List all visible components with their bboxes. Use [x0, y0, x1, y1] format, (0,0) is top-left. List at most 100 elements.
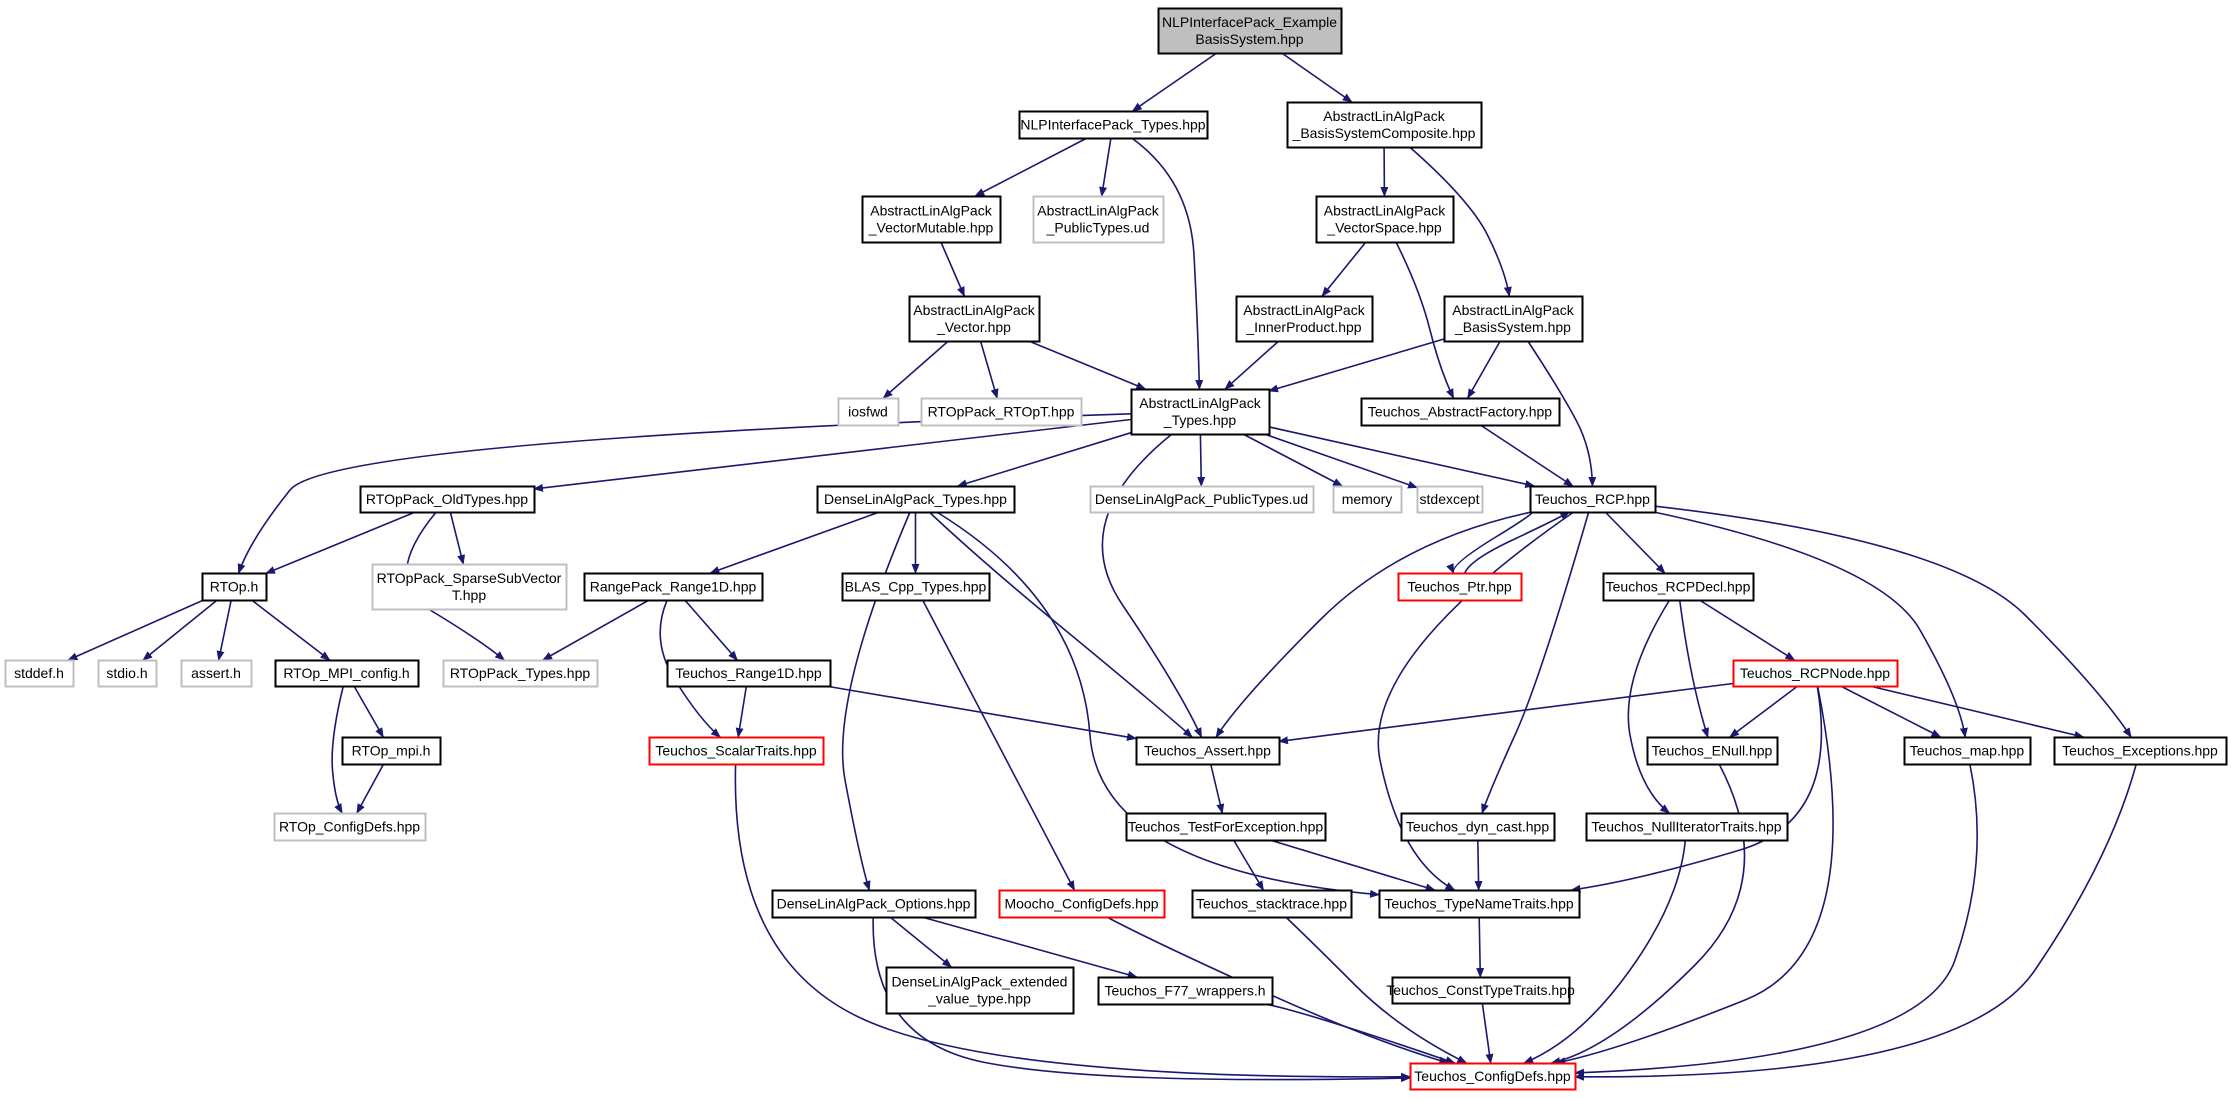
node-teuchos-stacktrace[interactable]: Teuchos_stacktrace.hpp: [1191, 889, 1353, 919]
node-box[interactable]: [1315, 195, 1455, 244]
node-box[interactable]: [2053, 736, 2228, 766]
node-ala-innerprod[interactable]: AbstractLinAlgPack_InnerProduct.hpp: [1235, 295, 1374, 343]
node-box[interactable]: [861, 195, 1002, 244]
node-rtop-mpi[interactable]: RTOp_mpi.h: [341, 736, 442, 766]
node-teuchos-absfact[interactable]: Teuchos_AbstractFactory.hpp: [1360, 397, 1561, 427]
node-box[interactable]: [1191, 889, 1353, 919]
node-teuchos-exceptions[interactable]: Teuchos_Exceptions.hpp: [2053, 736, 2228, 766]
node-moocho-config[interactable]: Moocho_ConfigDefs.hpp: [998, 889, 1166, 919]
node-box[interactable]: [1416, 485, 1484, 514]
node-box[interactable]: [1378, 889, 1581, 919]
node-box[interactable]: [885, 966, 1075, 1015]
node-box[interactable]: [1443, 295, 1584, 343]
node-stddef[interactable]: stddef.h: [4, 659, 75, 688]
node-box[interactable]: [273, 812, 427, 842]
node-teuchos-dyncast[interactable]: Teuchos_dyn_cast.hpp: [1400, 812, 1556, 842]
node-ala-bscomp[interactable]: AbstractLinAlgPack_BasisSystemComposite.…: [1286, 101, 1483, 149]
node-box[interactable]: [1097, 976, 1274, 1006]
node-teuchos-rcpdecl[interactable]: Teuchos_RCPDecl.hpp: [1602, 572, 1755, 602]
node-box[interactable]: [1032, 195, 1165, 244]
node-box[interactable]: [1157, 7, 1343, 55]
node-teuchos-nulliter[interactable]: Teuchos_NullIteratorTraits.hpp: [1585, 812, 1789, 842]
node-ala-vecspace[interactable]: AbstractLinAlgPack_VectorSpace.hpp: [1315, 195, 1455, 244]
node-teuchos-assert[interactable]: Teuchos_Assert.hpp: [1135, 736, 1281, 766]
node-box[interactable]: [841, 572, 991, 602]
node-box[interactable]: [201, 572, 268, 602]
node-box[interactable]: [1602, 572, 1755, 602]
node-nlp-types[interactable]: NLPInterfacePack_Types.hpp: [1018, 110, 1209, 140]
node-box[interactable]: [1360, 397, 1561, 427]
node-box[interactable]: [359, 485, 536, 514]
node-rtop-types[interactable]: RTOpPack_Types.hpp: [442, 659, 599, 688]
node-box[interactable]: [837, 397, 900, 427]
node-box[interactable]: [583, 572, 764, 602]
node-box[interactable]: [1018, 110, 1209, 140]
node-teuchos-map[interactable]: Teuchos_map.hpp: [1903, 736, 2032, 766]
node-box[interactable]: [1903, 736, 2032, 766]
node-ala-vecmut[interactable]: AbstractLinAlgPack_VectorMutable.hpp: [861, 195, 1002, 244]
node-box[interactable]: [771, 889, 977, 919]
node-rtop-h[interactable]: RTOp.h: [201, 572, 268, 602]
node-teuchos-testfor[interactable]: Teuchos_TestForException.hpp: [1125, 812, 1327, 842]
node-box[interactable]: [371, 563, 568, 611]
node-box[interactable]: [97, 659, 158, 688]
node-box[interactable]: [998, 889, 1166, 919]
node-teuchos-enull[interactable]: Teuchos_ENull.hpp: [1646, 736, 1779, 766]
node-box[interactable]: [1235, 295, 1374, 343]
node-box[interactable]: [908, 295, 1041, 343]
node-box[interactable]: [1585, 812, 1789, 842]
node-box[interactable]: [1125, 812, 1327, 842]
node-box[interactable]: [666, 659, 832, 688]
node-dla-pubtypes[interactable]: DenseLinAlgPack_PublicTypes.ud: [1089, 485, 1315, 514]
node-iosfwd[interactable]: iosfwd: [837, 397, 900, 427]
node-stdio[interactable]: stdio.h: [97, 659, 158, 688]
node-box[interactable]: [648, 736, 825, 766]
node-box[interactable]: [1529, 485, 1657, 514]
node-teuchos-ptr[interactable]: Teuchos_Ptr.hpp: [1397, 572, 1523, 602]
node-blas-cpp[interactable]: BLAS_Cpp_Types.hpp: [841, 572, 991, 602]
node-ala-vector[interactable]: AbstractLinAlgPack_Vector.hpp: [908, 295, 1041, 343]
node-teuchos-configdefs[interactable]: Teuchos_ConfigDefs.hpp: [1409, 1062, 1577, 1091]
node-teuchos-f77[interactable]: Teuchos_F77_wrappers.h: [1097, 976, 1274, 1006]
node-box[interactable]: [442, 659, 599, 688]
node-box[interactable]: [1732, 659, 1899, 688]
node-teuchos-rcp[interactable]: Teuchos_RCP.hpp: [1529, 485, 1657, 514]
node-box[interactable]: [1646, 736, 1779, 766]
node-rtop-configdefs[interactable]: RTOp_ConfigDefs.hpp: [273, 812, 427, 842]
node-rtop-mpi-config[interactable]: RTOp_MPI_config.h: [274, 659, 420, 688]
node-box[interactable]: [1409, 1062, 1577, 1091]
node-assert[interactable]: assert.h: [180, 659, 253, 688]
node-box[interactable]: [180, 659, 253, 688]
node-box[interactable]: [1332, 485, 1403, 514]
node-ala-basissys[interactable]: AbstractLinAlgPack_BasisSystem.hpp: [1443, 295, 1584, 343]
node-memory[interactable]: memory: [1332, 485, 1403, 514]
node-box[interactable]: [1135, 736, 1281, 766]
node-box[interactable]: [341, 736, 442, 766]
node-box[interactable]: [1130, 388, 1271, 436]
node-stdexcept[interactable]: stdexcept: [1416, 485, 1484, 514]
node-rtop-oldtypes[interactable]: RTOpPack_OldTypes.hpp: [359, 485, 536, 514]
node-teuchos-scalar[interactable]: Teuchos_ScalarTraits.hpp: [648, 736, 825, 766]
node-box[interactable]: [1286, 101, 1483, 149]
node-box[interactable]: [920, 397, 1083, 427]
node-box[interactable]: [1391, 976, 1571, 1005]
node-rtop-rtopt[interactable]: RTOpPack_RTOpT.hpp: [920, 397, 1083, 427]
node-box[interactable]: [816, 485, 1016, 514]
node-teuchos-consttype[interactable]: Teuchos_ConstTypeTraits.hpp: [1386, 976, 1575, 1005]
node-box[interactable]: [1397, 572, 1523, 602]
node-box[interactable]: [1089, 485, 1315, 514]
node-ala-types[interactable]: AbstractLinAlgPack_Types.hpp: [1130, 388, 1271, 436]
node-box[interactable]: [4, 659, 75, 688]
node-range-1d[interactable]: RangePack_Range1D.hpp: [583, 572, 764, 602]
node-box[interactable]: [274, 659, 420, 688]
node-ala-pubtypes[interactable]: AbstractLinAlgPack_PublicTypes.ud: [1032, 195, 1165, 244]
node-dla-types[interactable]: DenseLinAlgPack_Types.hpp: [816, 485, 1016, 514]
node-box[interactable]: [1400, 812, 1556, 842]
node-teuchos-rcpnode[interactable]: Teuchos_RCPNode.hpp: [1732, 659, 1899, 688]
node-teuchos-typename[interactable]: Teuchos_TypeNameTraits.hpp: [1378, 889, 1581, 919]
node-teuchos-range1d[interactable]: Teuchos_Range1D.hpp: [666, 659, 832, 688]
node-dla-extended[interactable]: DenseLinAlgPack_extended_value_type.hpp: [885, 966, 1075, 1015]
node-dla-options[interactable]: DenseLinAlgPack_Options.hpp: [771, 889, 977, 919]
